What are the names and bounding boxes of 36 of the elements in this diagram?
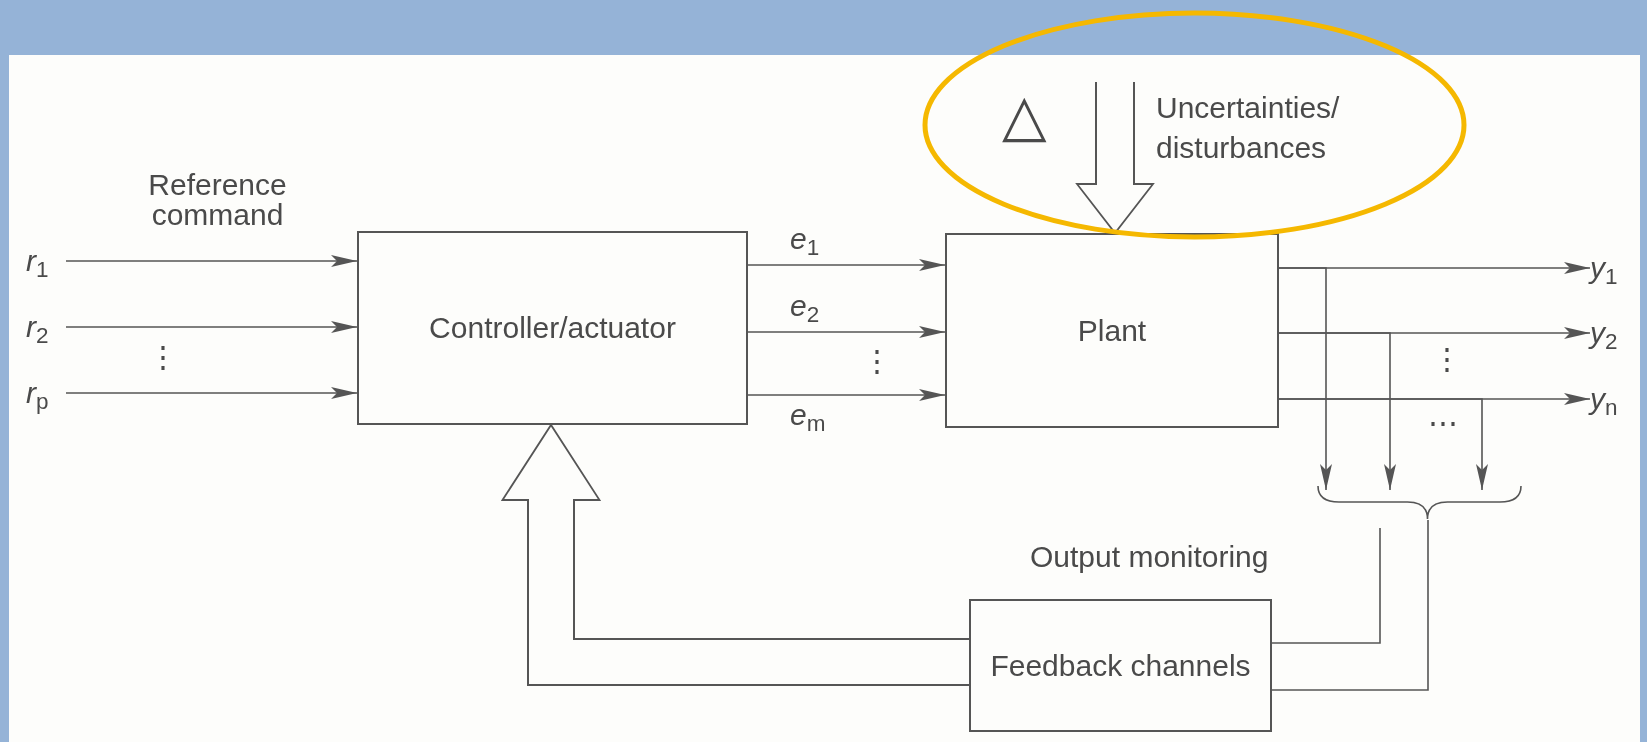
delta-symbol: △ xyxy=(1002,80,1047,150)
box-label: Feedback channels xyxy=(989,647,1252,684)
arrow xyxy=(747,259,946,271)
edge-label: e$_{m}$ xyxy=(790,398,826,432)
ellipsis-dots: ⋮ xyxy=(1432,341,1462,377)
signal-label: y$_{n}$ xyxy=(1590,382,1618,416)
highlight-ellipse xyxy=(922,10,1467,240)
process-box xyxy=(357,231,748,425)
process-box xyxy=(945,233,1279,428)
process-box xyxy=(969,599,1272,732)
arrow xyxy=(1278,267,1332,491)
arrow xyxy=(747,326,946,338)
node-text: Uncertainties/ disturbances xyxy=(1156,90,1341,166)
arrow xyxy=(1278,332,1396,491)
box-label: Controller/actuator xyxy=(428,310,677,346)
ellipsis-dots: ⋮ xyxy=(148,339,178,375)
arrow xyxy=(65,255,358,267)
signal-label: r$_{1}$ xyxy=(26,244,49,278)
text-label: Reference command xyxy=(147,170,288,230)
arrow xyxy=(65,321,358,333)
curly-brace xyxy=(1317,485,1522,520)
signal-label: y$_{2}$ xyxy=(1590,316,1618,350)
arrow xyxy=(65,387,358,399)
connector-line xyxy=(1271,527,1381,644)
box-label: Plant xyxy=(1076,312,1148,349)
hollow-arrow xyxy=(501,424,969,686)
edge-label: e$_{1}$ xyxy=(790,222,820,256)
connector-line xyxy=(1271,519,1429,691)
edge-label: Output monitoring xyxy=(1030,540,1269,574)
arrow xyxy=(1278,398,1488,491)
arrow xyxy=(747,389,946,401)
ellipsis-dots: ⋯ xyxy=(1428,405,1458,441)
ellipsis-dots: ⋮ xyxy=(862,343,892,379)
signal-label: y$_{1}$ xyxy=(1590,251,1618,285)
edge-label: e$_{2}$ xyxy=(790,289,820,323)
signal-label: r$_{2}$ xyxy=(26,310,49,344)
